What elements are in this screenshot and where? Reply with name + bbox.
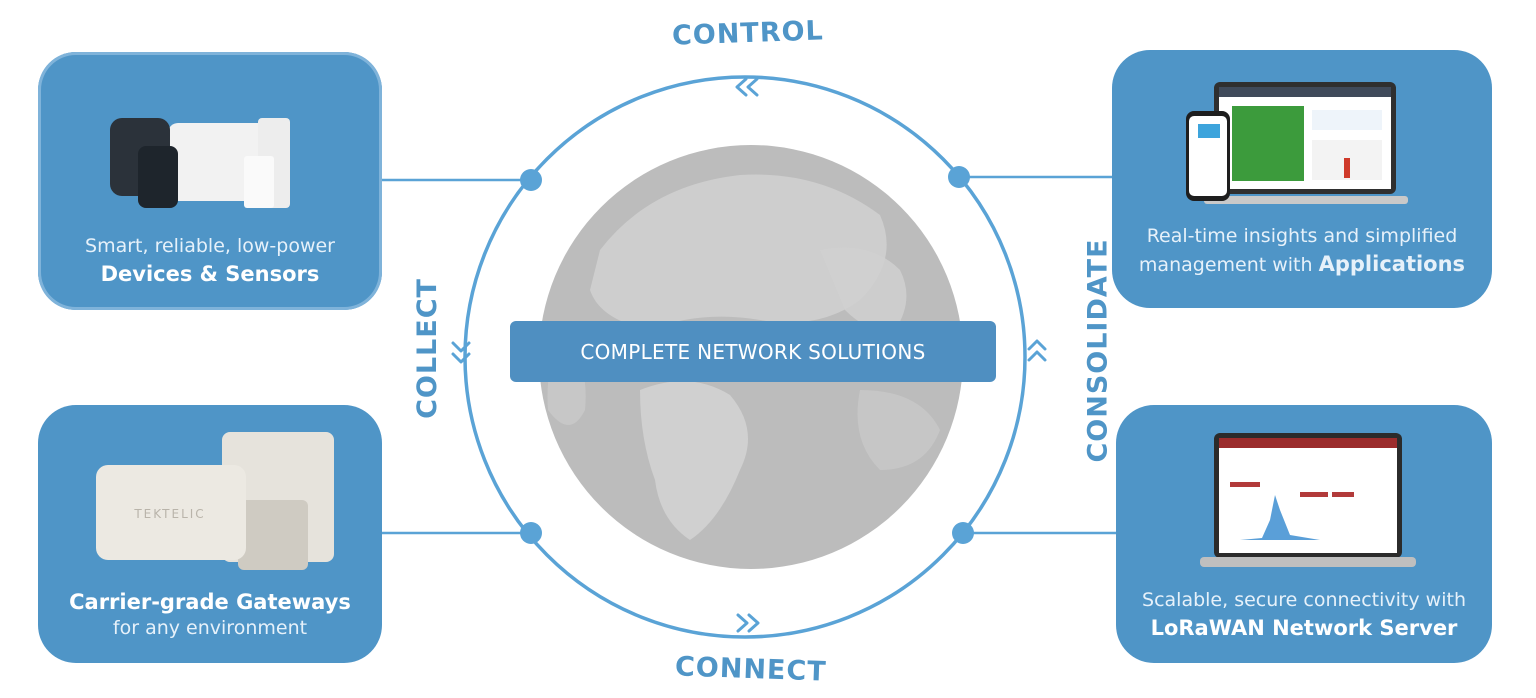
cycle-label-consolidate: CONSOLIDATE (1082, 238, 1114, 463)
sensor-devices-icon (110, 118, 290, 208)
cycle-label-control: CONTROL (671, 15, 825, 52)
node-network-server (952, 522, 974, 544)
applications-caption-card: Real-time insights and simplified manage… (1112, 222, 1492, 282)
network-server-caption-title: LoRaWAN Network Server (1150, 615, 1458, 640)
chevron-up-arrow-icon (1027, 339, 1047, 362)
cycle-label-connect: CONNECT (674, 651, 828, 688)
chevron-down-arrow-icon (451, 341, 471, 364)
laptop-network-server-icon (1200, 433, 1416, 567)
connector-lines (382, 175, 1116, 535)
devices-caption-title: Devices & Sensors (100, 261, 320, 286)
connector-nodes (520, 166, 974, 544)
chevron-right-arrow-icon (736, 613, 760, 633)
cycle-label-collect: COLLECT (411, 278, 443, 419)
center-banner: COMPLETE NETWORK SOLUTIONS (510, 321, 996, 382)
gateway-hardware-icon: TEKTELIC (96, 432, 334, 570)
network-server-caption-card: Scalable, secure connectivity with LoRaW… (1116, 586, 1492, 646)
node-gateways (520, 522, 542, 544)
gateways-caption-title: Carrier-grade Gateways (69, 590, 351, 614)
applications-caption-line1: Real-time insights and simplified (1146, 225, 1458, 247)
devices-caption-card: Smart, reliable, low-power Devices & Sen… (38, 232, 382, 292)
devices-caption-line1: Smart, reliable, low-power (85, 235, 335, 257)
applications-caption-title: Applications (1318, 251, 1466, 276)
app-dashboard-icon (1186, 82, 1408, 204)
node-applications (948, 166, 970, 188)
gateways-caption-line2: for any environment (112, 617, 308, 640)
chevron-left-arrow-icon (735, 77, 759, 97)
applications-caption-prefix: management with (1138, 253, 1313, 276)
gateway-brand-text: TEKTELIC (133, 507, 205, 521)
node-devices (520, 169, 542, 191)
network-server-caption-line1: Scalable, secure connectivity with (1142, 589, 1466, 611)
gateways-caption-card: Carrier-grade Gateways for any environme… (38, 586, 382, 646)
